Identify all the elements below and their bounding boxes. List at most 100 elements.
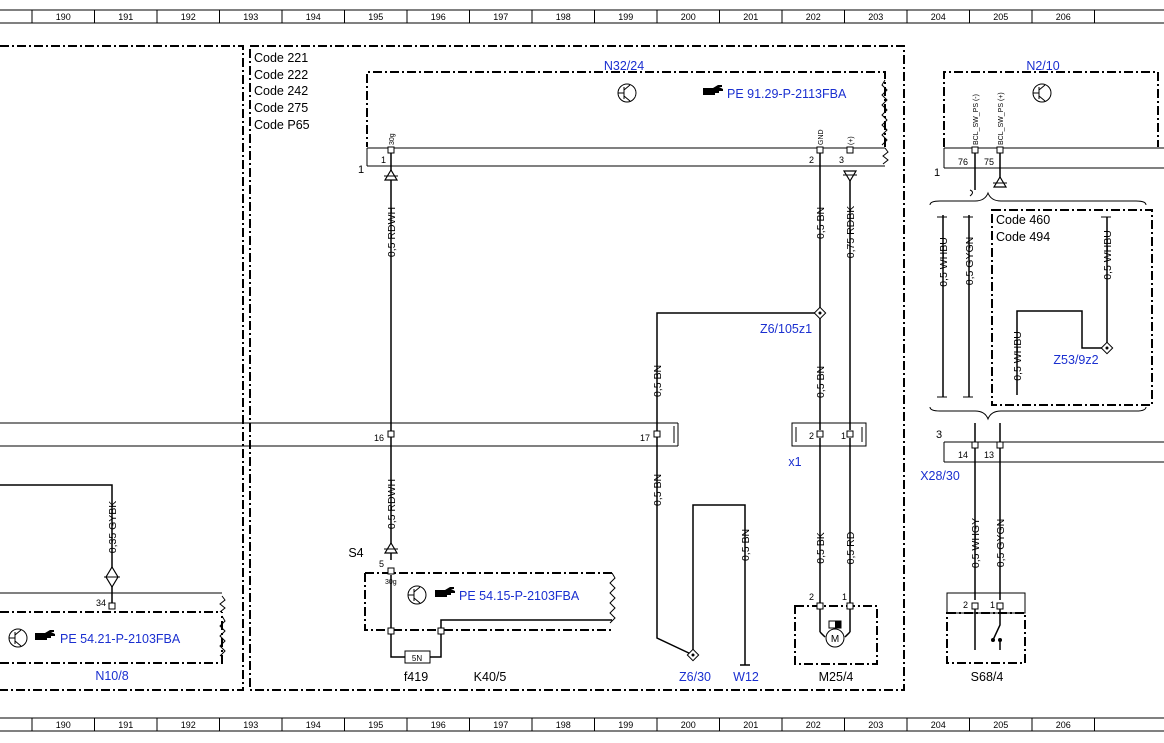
n10-8-box [0, 592, 226, 664]
pin-number: 17 [640, 433, 650, 443]
pin-number: 1 [990, 600, 995, 610]
ruler-cell-label: 190 [56, 12, 71, 22]
ruler-cell-label: 201 [743, 12, 758, 22]
ruler-cell-label: 198 [556, 720, 571, 730]
ruler-cell-label: 205 [993, 12, 1008, 22]
n32-24-connector-strip [366, 147, 889, 167]
motor-symbol: M [825, 620, 845, 648]
ruler-cell-label: 197 [493, 12, 508, 22]
ruler-cell-label: 199 [618, 12, 633, 22]
wire-label: 0,5 RDWH [386, 207, 398, 257]
ruler-cell-label: 195 [368, 12, 383, 22]
ruler-cell-label: 200 [681, 720, 696, 730]
code-label: Code 460 [996, 213, 1050, 227]
arrow-symbols [104, 168, 1008, 589]
ruler-cell-label: 202 [806, 12, 821, 22]
wires [0, 152, 1147, 666]
pin-number: 13 [984, 450, 994, 460]
ruler-cell-label: 206 [1056, 12, 1071, 22]
ruler-cell-label: 203 [868, 720, 883, 730]
bus-label: 3 [936, 429, 942, 441]
component-s68-4: S68/4 [971, 670, 1004, 684]
wire-label: 0,5 GYGN [995, 519, 1007, 567]
component-x28-30[interactable]: X28/30 [920, 469, 960, 483]
bus-label: 1 [358, 164, 364, 176]
x28-30-connector [943, 441, 1164, 463]
ruler-cell-label: 203 [868, 12, 883, 22]
reference-n32-24[interactable]: PE 91.29-P-2113FBA [727, 87, 847, 101]
ruler-cell-label: 198 [556, 12, 571, 22]
main-harness-strip [0, 422, 679, 447]
pin-number: 76 [958, 157, 968, 167]
component-k40-5: K40/5 [474, 670, 507, 684]
ruler-cell-label: 192 [181, 720, 196, 730]
component-n10-8[interactable]: N10/8 [95, 669, 128, 683]
pin-markers [108, 146, 1004, 635]
pin-number: 5 [379, 559, 384, 569]
transistor-icon-n10-8 [8, 628, 28, 648]
hand-pointer-icon-n10 [35, 630, 55, 640]
pin-function: GND [818, 129, 825, 145]
code-label: Code 275 [254, 101, 308, 115]
component-n32-24[interactable]: N32/24 [604, 59, 644, 73]
bus-label: 1 [934, 167, 940, 179]
ruler-cell-label: 191 [118, 12, 133, 22]
ruler-cell-label: 192 [181, 12, 196, 22]
component-z6-105z1[interactable]: Z6/105z1 [760, 322, 812, 336]
ruler-cell-label: 206 [1056, 720, 1071, 730]
ruler-cell-label: 197 [493, 720, 508, 730]
component-n2-10[interactable]: N2/10 [1026, 59, 1059, 73]
code-list-left: Code 221 Code 222 Code 242 Code 275 Code… [254, 51, 310, 132]
reference-s4[interactable]: PE 54.15-P-2103FBA [459, 589, 580, 603]
component-f419: f419 [404, 670, 428, 684]
pin-number: 1 [841, 431, 846, 441]
pin-number: 2 [809, 155, 814, 165]
ruler-cell-label: 204 [931, 720, 946, 730]
pin-number: 3 [839, 155, 844, 165]
ruler-cell-label: 191 [118, 720, 133, 730]
pin-number: 2 [963, 600, 968, 610]
pin-number: 1 [381, 155, 386, 165]
ruler-cell-label: 196 [431, 12, 446, 22]
n2-10-box [943, 71, 1159, 147]
ruler-cell-label: 194 [306, 12, 321, 22]
pin-number: 16 [374, 433, 384, 443]
ruler-cell-label: 196 [431, 720, 446, 730]
s4-box [364, 572, 616, 631]
pin-function: 30g [385, 579, 397, 586]
wire-label: 0,5 BN [815, 366, 827, 398]
m25-4-box [794, 605, 878, 665]
reference-n10-8[interactable]: PE 54.21-P-2103FBA [60, 632, 181, 646]
ruler-cell-label: 204 [931, 12, 946, 22]
component-m25-4: M25/4 [819, 670, 854, 684]
transistor-icon-n2-10 [1032, 83, 1052, 103]
code-label: Code P65 [254, 118, 310, 132]
ruler-cell-label: 193 [243, 12, 258, 22]
wire-label: 0,35 GYBK [107, 501, 119, 554]
fuse-rating: 5N [412, 654, 422, 663]
pin-function: 30g [389, 133, 396, 145]
component-z6-30[interactable]: Z6/30 [679, 670, 711, 684]
transistor-icon-s4 [407, 585, 427, 605]
component-x1[interactable]: x1 [788, 455, 801, 469]
hand-pointer-icon-n32 [703, 85, 723, 95]
ruler-cell-label: 199 [618, 720, 633, 730]
left-frame [0, 45, 244, 691]
ruler-cell-label: 194 [306, 720, 321, 730]
component-z53-9z2[interactable]: Z53/9z2 [1053, 353, 1098, 367]
pin-function: BCL_SW_PS (+) [998, 92, 1005, 145]
x1-connector [791, 422, 867, 447]
pin-number: 2 [809, 431, 814, 441]
wire-label: 0,5 WHGY [970, 518, 982, 568]
ruler-cell-label: 205 [993, 720, 1008, 730]
splice-points [686, 306, 1114, 662]
code-label: Code 242 [254, 84, 308, 98]
transistor-icon-n32-24 [617, 83, 637, 103]
component-w12[interactable]: W12 [733, 670, 759, 684]
wire-label: 0,5 BN [740, 529, 752, 561]
motor-letter: M [831, 634, 839, 645]
pin-function: BCL_SW_PS (-) [973, 94, 980, 145]
wire-label: 0,5 RDWH [386, 479, 398, 529]
